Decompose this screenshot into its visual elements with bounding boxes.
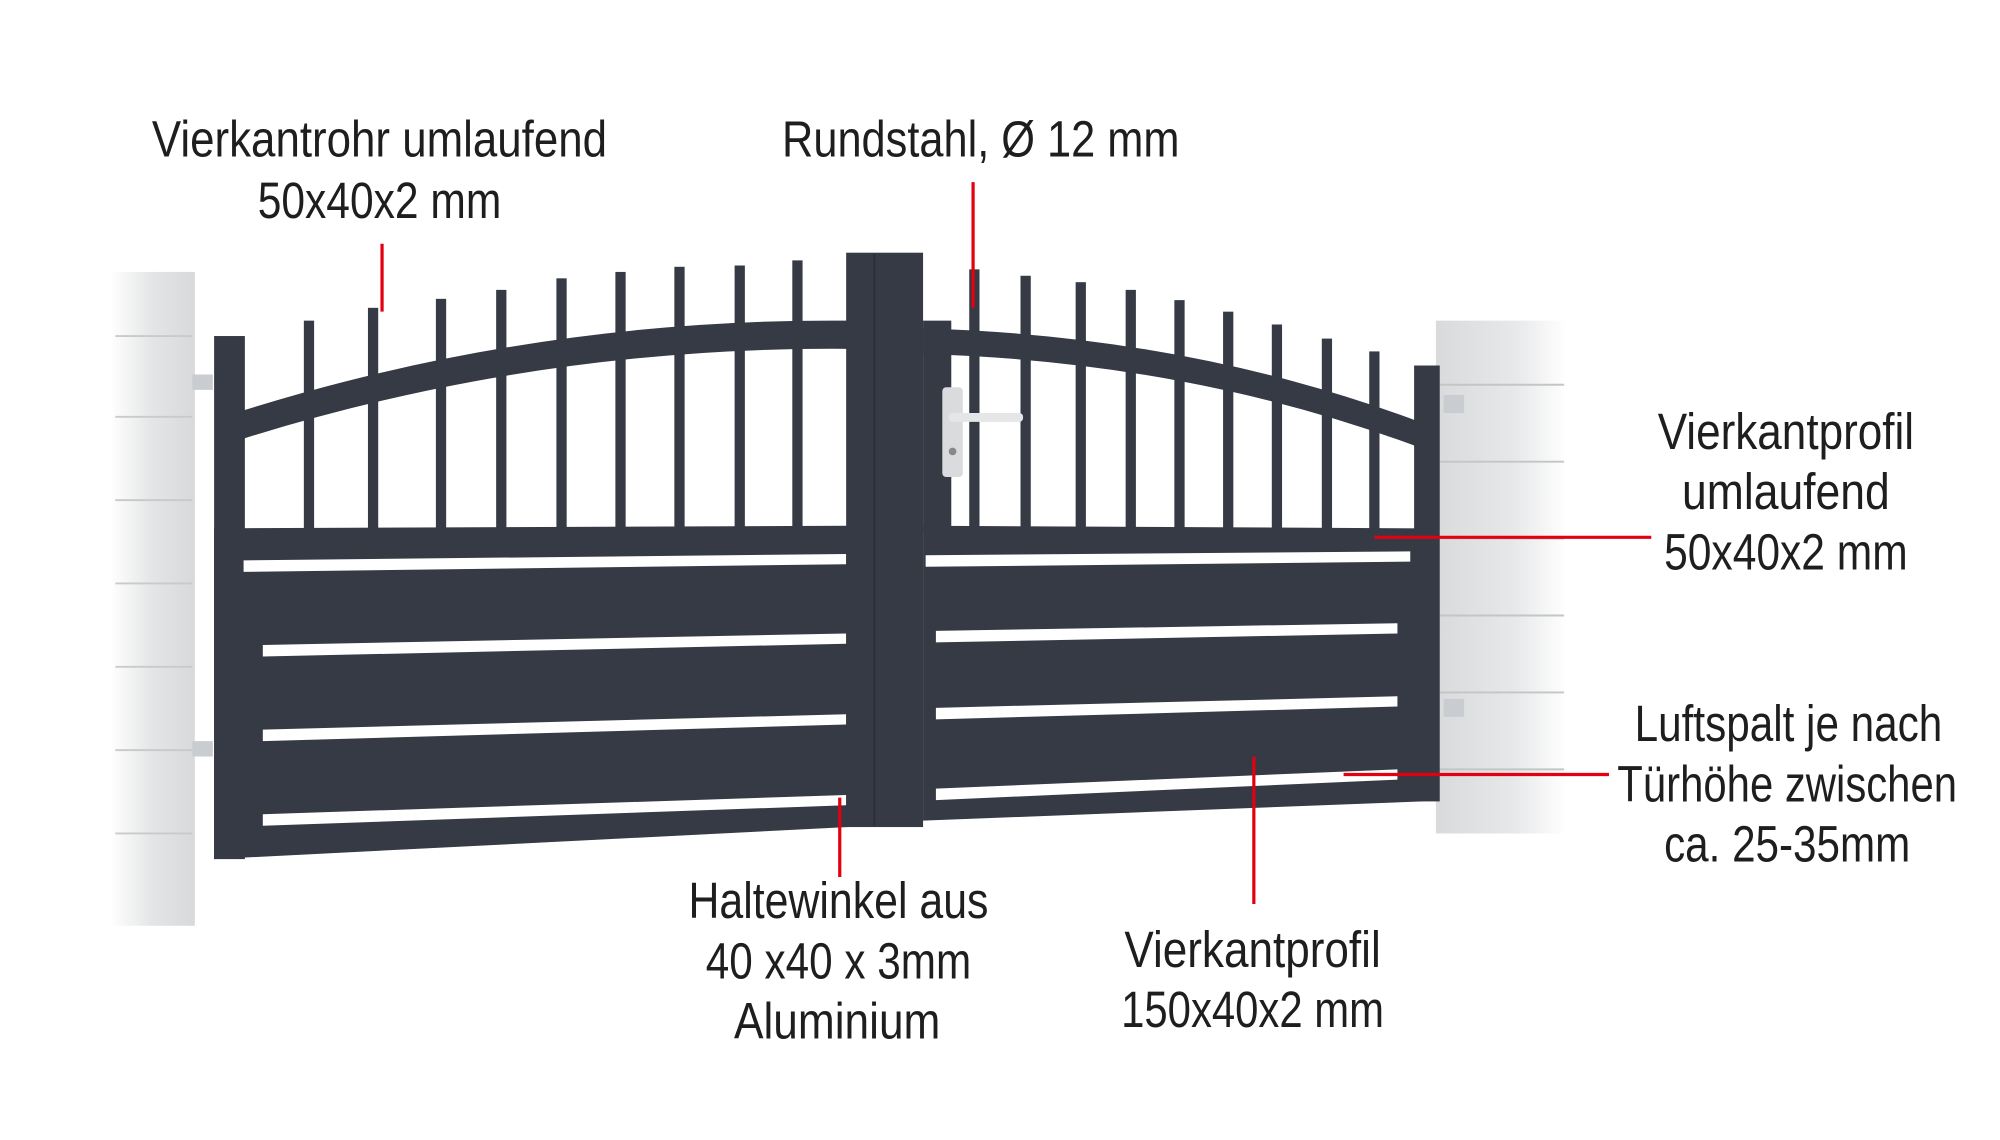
- profile-surround-label-2: umlaufend: [1682, 463, 1890, 520]
- picket-bar: [1174, 300, 1185, 533]
- door-handle-icon: [942, 387, 1024, 478]
- slat-profile-size: 150x40x2 mm: [1121, 981, 1384, 1038]
- round-steel-label: Rundstahl, Ø 12 mm: [782, 111, 1179, 168]
- slat-profile-label: Vierkantprofil: [1124, 921, 1380, 978]
- profile-surround-label: Vierkantprofil: [1658, 403, 1914, 460]
- frame-tube-label: Vierkantrohr umlaufend: [152, 111, 607, 168]
- picket-bar: [367, 307, 379, 533]
- air-gap-label: Luftspalt je nach: [1635, 695, 1943, 752]
- picket-bar: [792, 260, 803, 533]
- picket-bar: [435, 298, 447, 533]
- picket-bar: [734, 265, 745, 533]
- left-gate-leaf: [214, 260, 849, 860]
- center-post: [846, 252, 924, 828]
- right-gate-leaf: [923, 269, 1440, 821]
- left-slat-gaps: [243, 553, 847, 826]
- picket-bar: [496, 289, 507, 533]
- picket-bar: [1020, 275, 1031, 533]
- picket-bar: [1075, 282, 1086, 533]
- bracket-label: Haltewinkel aus: [688, 872, 988, 929]
- picket-bar: [556, 278, 567, 533]
- left-brick-pillar: [110, 271, 195, 926]
- bracket-material: Aluminium: [734, 993, 940, 1050]
- picket-bar: [1223, 311, 1234, 533]
- picket-bar: [615, 271, 626, 533]
- picket-bar: [1369, 351, 1380, 533]
- air-gap-range: ca. 25-35mm: [1664, 816, 1910, 873]
- right-slat-gaps: [925, 551, 1411, 801]
- picket-bar: [674, 266, 685, 533]
- picket-bar: [303, 320, 315, 533]
- picket-bar: [969, 269, 980, 533]
- frame-tube-size: 50x40x2 mm: [258, 172, 502, 229]
- hinge-icon: [192, 374, 1465, 757]
- callout-lines: [380, 182, 1652, 904]
- picket-bar: [1271, 324, 1283, 533]
- picket-bar: [1321, 338, 1333, 533]
- picket-bar: [1125, 289, 1136, 533]
- bracket-size: 40 x40 x 3mm: [706, 932, 971, 989]
- profile-surround-size: 50x40x2 mm: [1664, 523, 1908, 580]
- air-gap-label-2: Türhöhe zwischen: [1617, 755, 1957, 812]
